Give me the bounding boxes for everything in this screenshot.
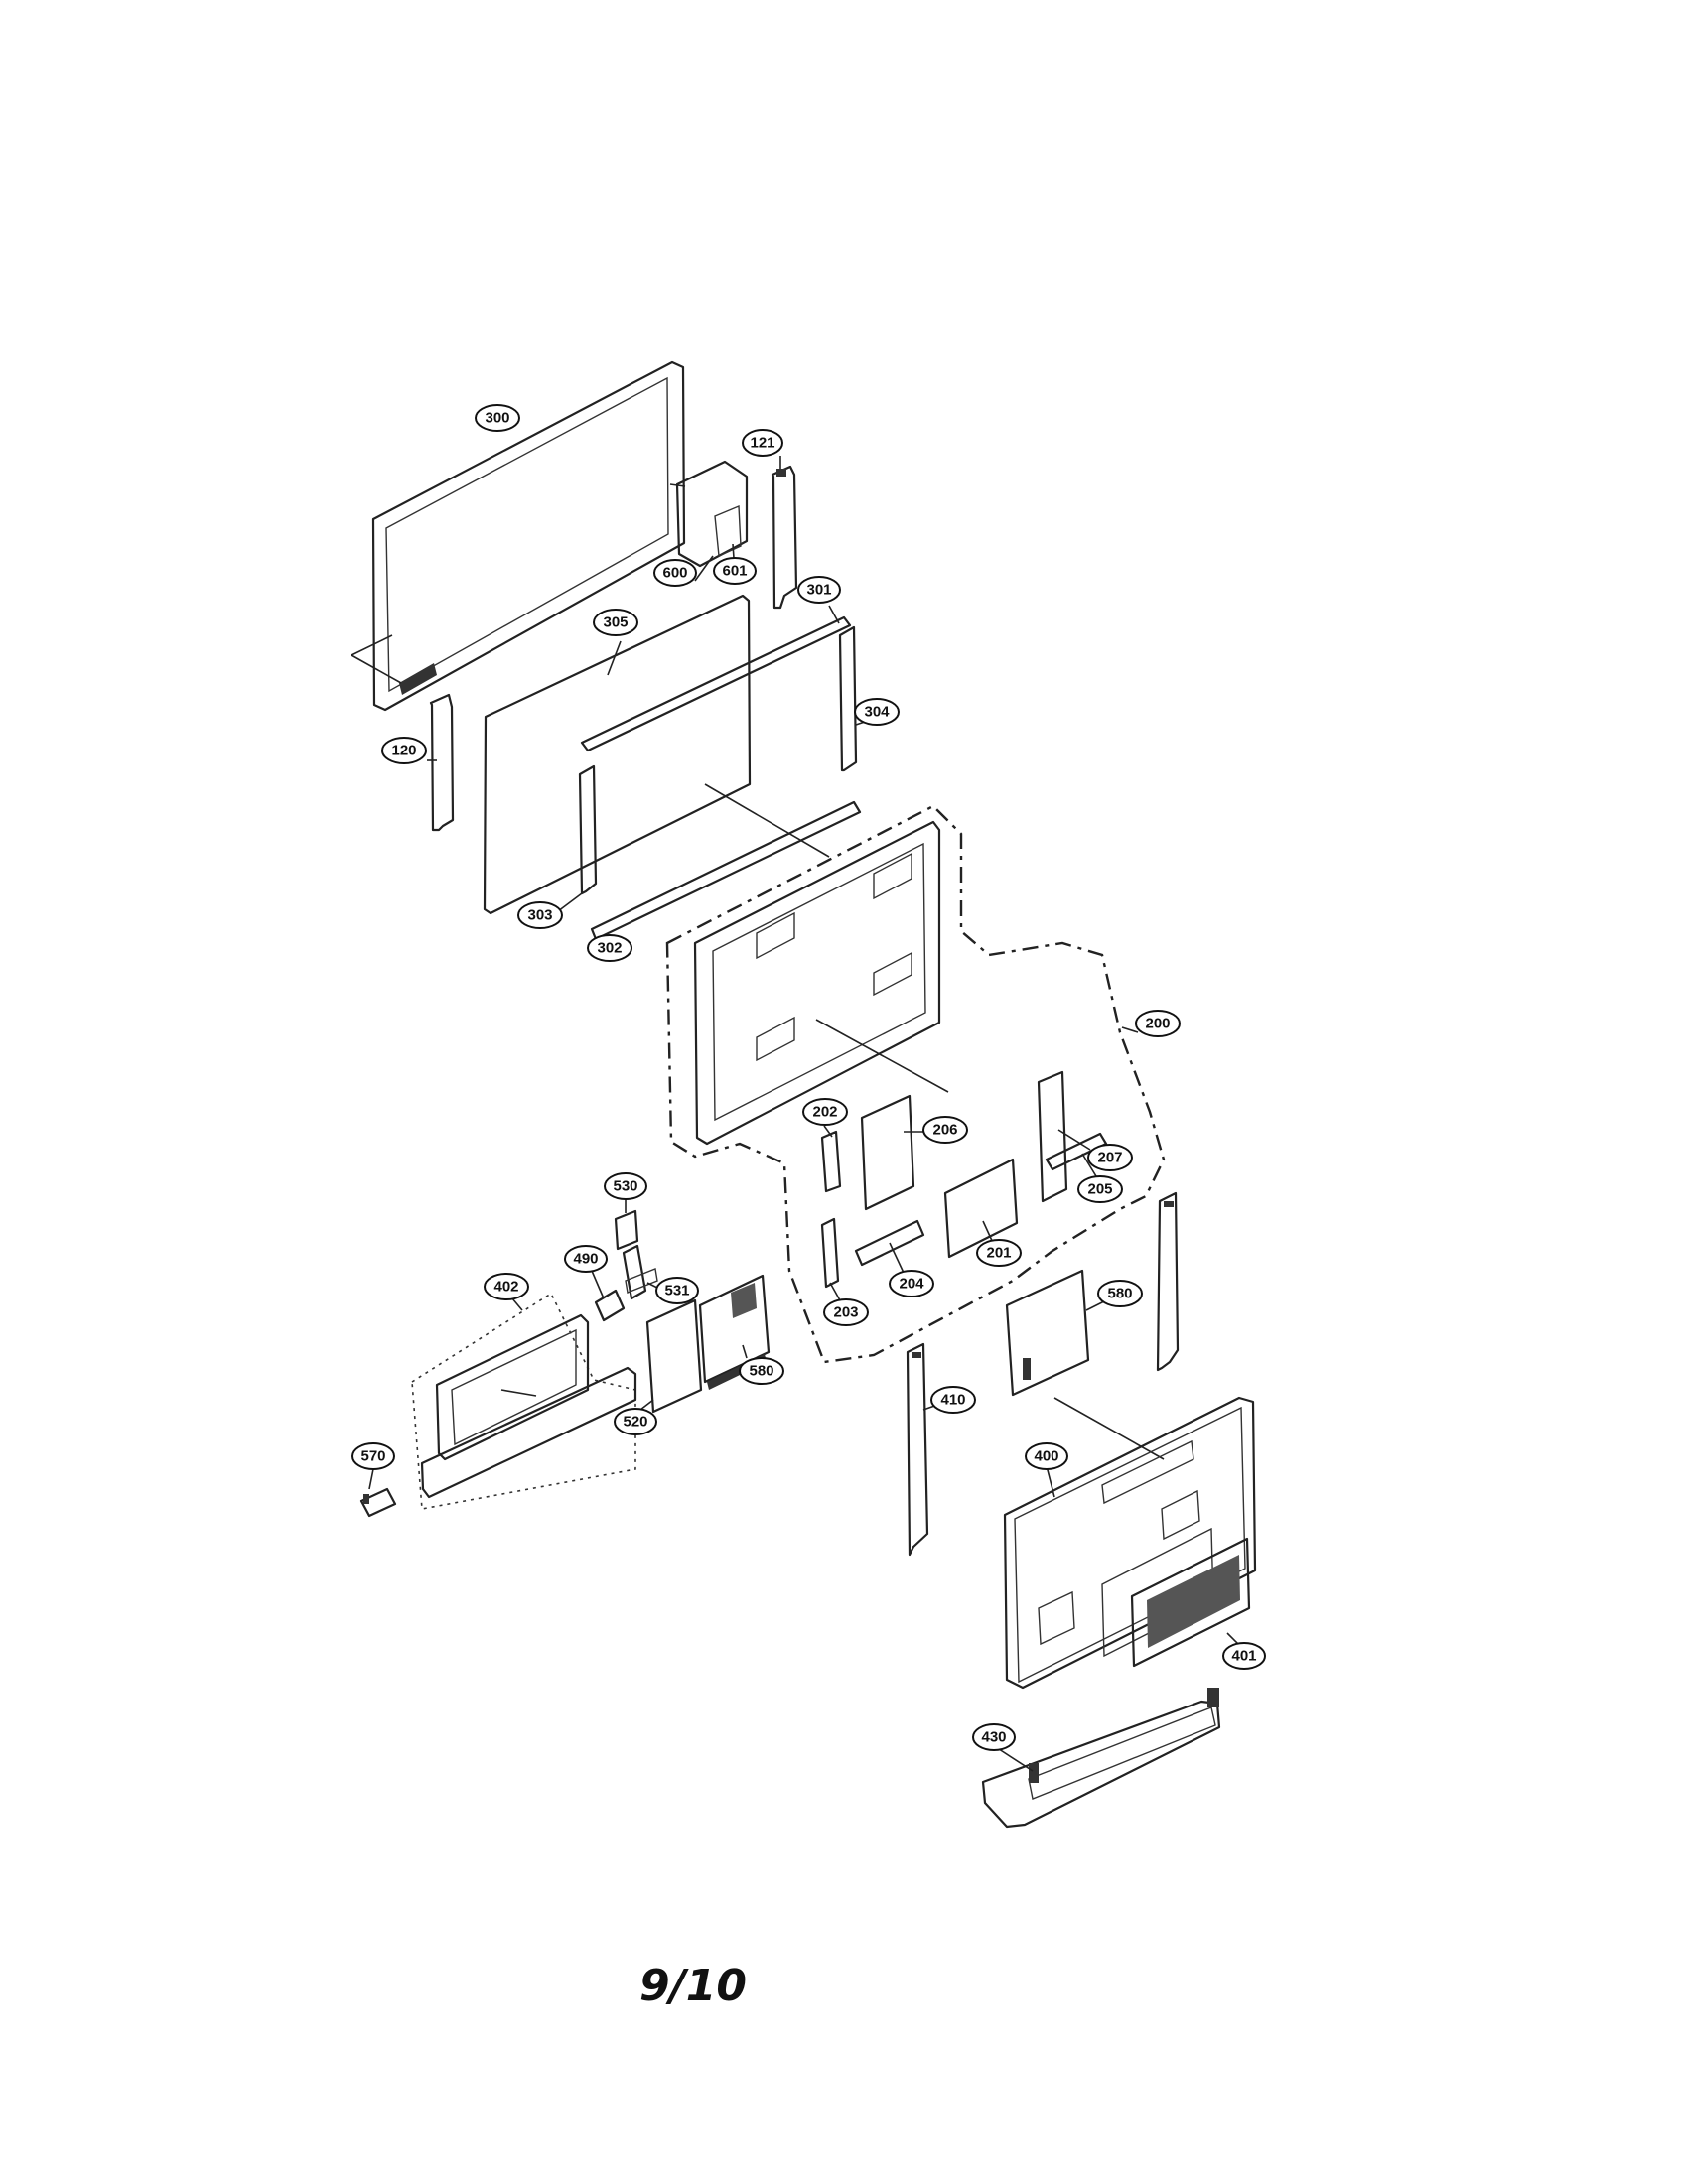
callout-520: 520 <box>614 1408 657 1435</box>
callout-205: 205 <box>1077 1175 1123 1203</box>
callout-430: 430 <box>972 1723 1016 1751</box>
svg-text:206: 206 <box>932 1122 957 1139</box>
frame-bar-301 <box>580 605 852 752</box>
side-bracket-410 <box>906 1342 944 1557</box>
callout-304: 304 <box>854 698 900 726</box>
callout-490: 490 <box>564 1245 608 1273</box>
callout-305: 305 <box>593 609 638 636</box>
svg-text:600: 600 <box>662 565 687 582</box>
stand-430 <box>981 1688 1221 1829</box>
callout-206: 206 <box>922 1116 968 1144</box>
callout-601: 601 <box>713 557 757 585</box>
right-side-bracket <box>1156 1191 1180 1372</box>
front-bezel-300 <box>351 360 686 712</box>
callout-580-left: 580 <box>739 1357 784 1385</box>
side-bracket-121 <box>771 456 798 610</box>
part-531 <box>622 1244 660 1300</box>
chassis-group-200 <box>665 804 1166 1364</box>
svg-text:203: 203 <box>833 1304 858 1321</box>
page-number: 9/10 <box>639 1961 747 2011</box>
svg-text:300: 300 <box>485 410 509 427</box>
callout-302: 302 <box>587 934 632 962</box>
panel-glass-305 <box>483 594 752 915</box>
svg-text:520: 520 <box>623 1414 647 1431</box>
svg-text:402: 402 <box>493 1279 518 1296</box>
svg-text:302: 302 <box>597 940 622 957</box>
svg-text:202: 202 <box>812 1104 837 1121</box>
svg-text:401: 401 <box>1231 1648 1256 1665</box>
svg-text:580: 580 <box>1107 1286 1132 1302</box>
callout-580-right: 580 <box>1097 1280 1143 1307</box>
board-520 <box>639 1298 703 1414</box>
svg-text:580: 580 <box>749 1363 773 1380</box>
callout-410: 410 <box>930 1386 976 1414</box>
rear-cover-400 <box>1003 1396 1257 1690</box>
callout-203: 203 <box>823 1298 869 1326</box>
front-frame-402 <box>411 1292 637 1510</box>
svg-text:207: 207 <box>1097 1150 1122 1166</box>
callout-202: 202 <box>802 1098 848 1126</box>
part-530 <box>614 1199 639 1251</box>
svg-text:570: 570 <box>360 1448 385 1465</box>
svg-text:201: 201 <box>986 1245 1011 1262</box>
callout-201: 201 <box>976 1239 1022 1267</box>
callout-303: 303 <box>517 901 563 929</box>
callout-200: 200 <box>1135 1010 1181 1037</box>
callout-120: 120 <box>381 737 427 764</box>
board-202 <box>820 1125 842 1193</box>
board-205 <box>1045 1132 1108 1177</box>
part-570 <box>359 1468 397 1518</box>
svg-text:410: 410 <box>940 1392 965 1409</box>
side-frame-303 <box>557 764 598 912</box>
svg-text:490: 490 <box>573 1251 598 1268</box>
callout-300: 300 <box>475 404 520 432</box>
board-204 <box>854 1219 925 1274</box>
callout-400: 400 <box>1025 1442 1068 1470</box>
svg-text:530: 530 <box>613 1178 637 1195</box>
board-203 <box>820 1217 841 1301</box>
svg-text:301: 301 <box>806 582 831 599</box>
svg-text:120: 120 <box>391 743 416 759</box>
callout-600: 600 <box>653 559 697 587</box>
callout-121: 121 <box>742 429 783 457</box>
svg-text:200: 200 <box>1145 1016 1170 1032</box>
callout-301: 301 <box>797 576 841 604</box>
board-201 <box>943 1158 1019 1259</box>
callout-204: 204 <box>889 1270 934 1297</box>
main-board-580-right <box>1005 1269 1107 1397</box>
board-207 <box>1037 1070 1091 1203</box>
svg-text:430: 430 <box>981 1729 1006 1746</box>
callout-570: 570 <box>351 1442 395 1470</box>
svg-text:304: 304 <box>864 704 890 721</box>
callout-530: 530 <box>604 1172 647 1200</box>
svg-text:205: 205 <box>1087 1181 1112 1198</box>
part-490 <box>591 1270 626 1322</box>
svg-text:204: 204 <box>899 1276 924 1293</box>
callout-402: 402 <box>484 1273 529 1300</box>
frame-bar-302 <box>590 800 862 944</box>
svg-text:121: 121 <box>750 435 774 452</box>
board-206 <box>860 1094 923 1211</box>
callout-531: 531 <box>655 1277 699 1304</box>
svg-text:400: 400 <box>1034 1448 1058 1465</box>
svg-text:305: 305 <box>603 614 628 631</box>
svg-text:531: 531 <box>664 1283 689 1299</box>
svg-text:303: 303 <box>527 907 552 924</box>
callout-207: 207 <box>1087 1144 1133 1171</box>
callout-401: 401 <box>1222 1642 1266 1670</box>
svg-text:601: 601 <box>722 563 747 580</box>
side-bracket-120 <box>427 693 455 832</box>
